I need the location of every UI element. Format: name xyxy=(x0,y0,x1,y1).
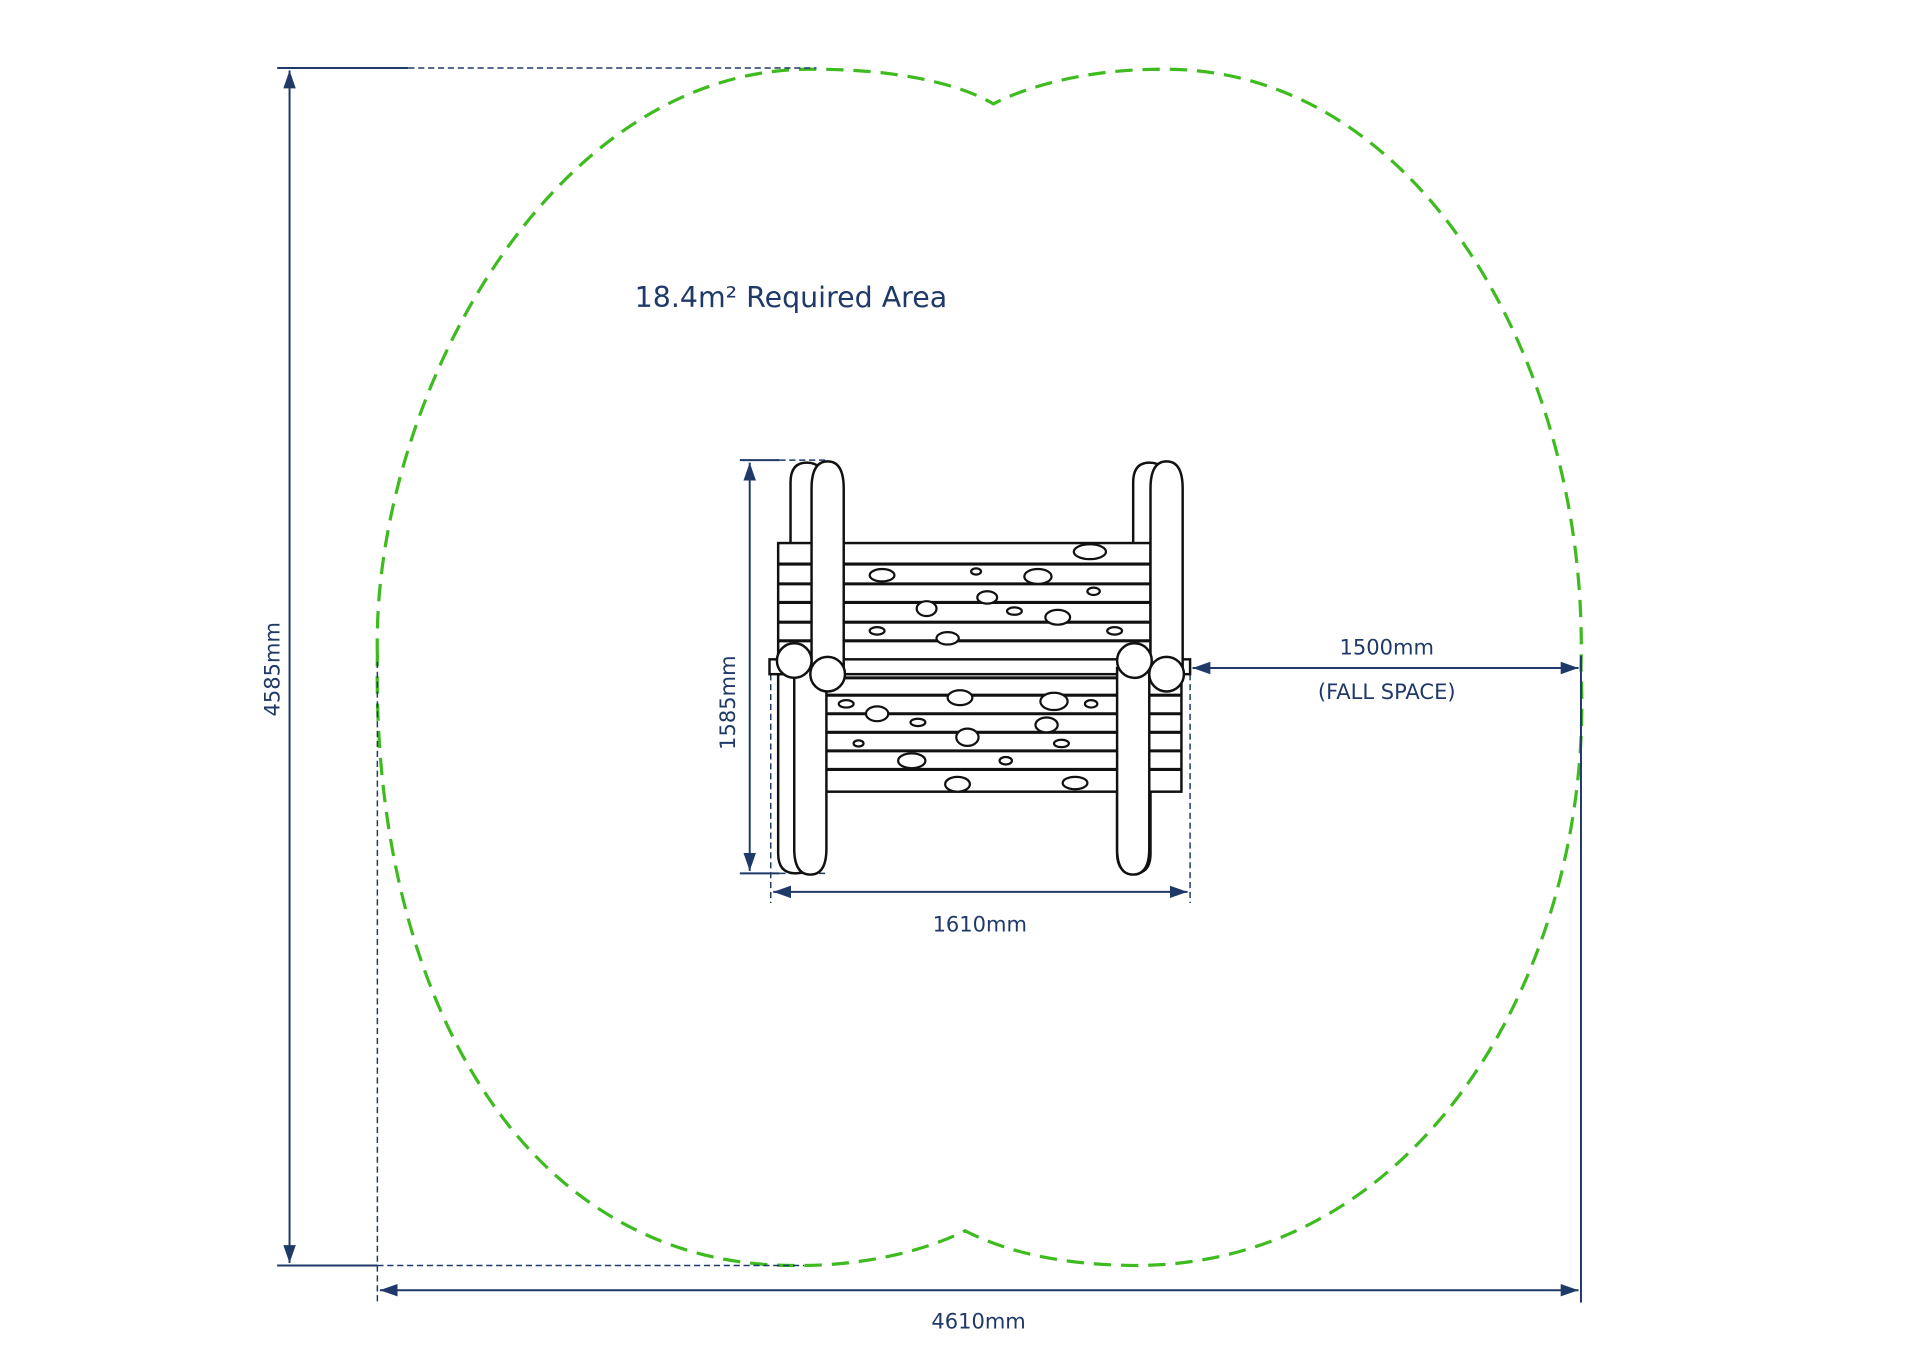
equipment-width-label: 1610mm xyxy=(933,911,1027,936)
climbing-holds xyxy=(837,543,1124,793)
climbing-equipment xyxy=(768,460,1192,876)
fall-space-distance: 1500mm xyxy=(1340,634,1434,659)
overall-width-label: 4610mm xyxy=(931,1309,1025,1334)
equipment-width-dimension: 1610mm xyxy=(769,674,1191,936)
overall-height-label: 4585mm xyxy=(260,622,285,716)
fall-space-dimension: 1500mm (FALL SPACE) xyxy=(1192,634,1579,704)
equipment-height-dimension: 1585mm xyxy=(715,459,827,875)
fall-space-label: (FALL SPACE) xyxy=(1318,679,1456,704)
overall-width-dimension: 4610mm xyxy=(376,655,1582,1334)
required-area-title: 18.4m² Required Area xyxy=(635,281,948,314)
equipment-height-label: 1585mm xyxy=(715,655,740,749)
